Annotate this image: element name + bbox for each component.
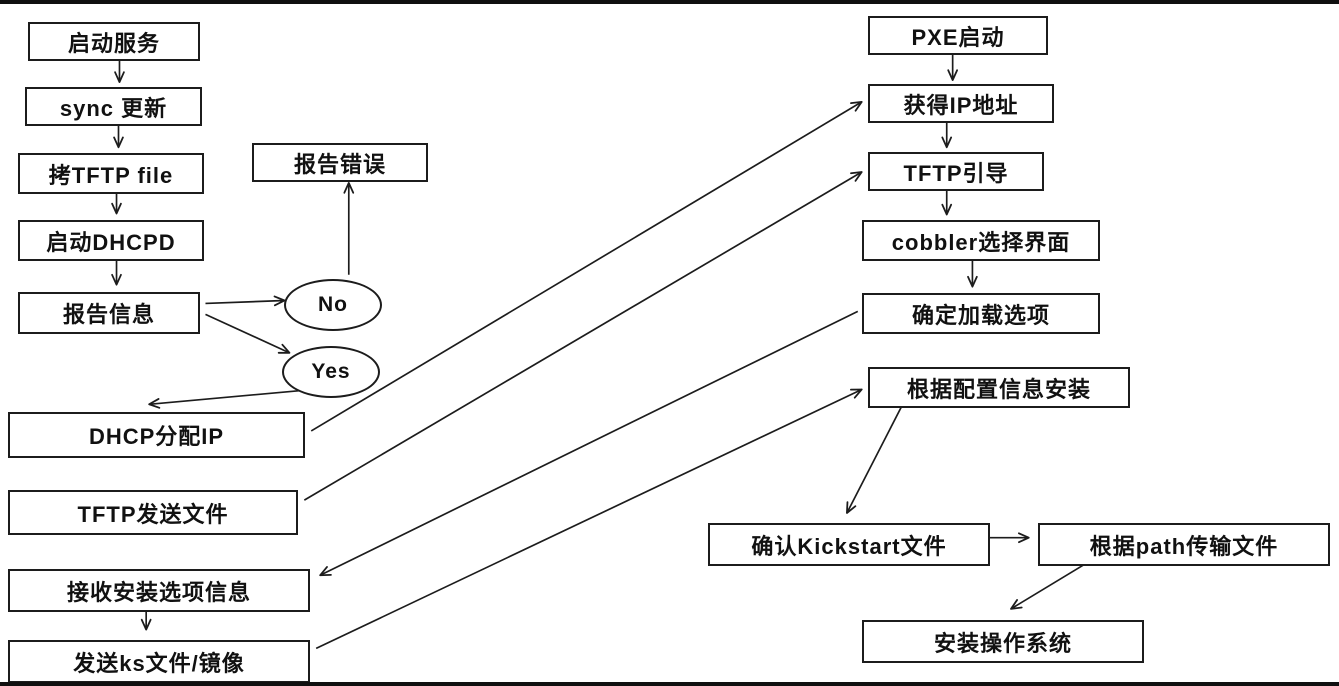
node-sync-update: sync 更新 bbox=[25, 87, 202, 126]
node-decision-yes: Yes bbox=[282, 346, 380, 398]
node-transfer-by-path: 根据path传输文件 bbox=[1038, 523, 1330, 566]
node-label-get-ip-address: 获得IP地址 bbox=[903, 92, 1019, 118]
node-confirm-kickstart-file: 确认Kickstart文件 bbox=[708, 523, 990, 566]
node-label-confirm-kickstart-file: 确认Kickstart文件 bbox=[751, 533, 947, 559]
node-start-dhcpd: 启动DHCPD bbox=[18, 220, 204, 261]
node-label-report-error: 报告错误 bbox=[293, 151, 386, 177]
edge-install-per-config-to-confirm-kickstart-file bbox=[846, 402, 904, 514]
node-label-pxe-boot: PXE启动 bbox=[911, 24, 1005, 50]
node-pxe-boot: PXE启动 bbox=[868, 16, 1048, 55]
node-tftp-boot: TFTP引导 bbox=[868, 152, 1044, 191]
node-label-report-info: 报告信息 bbox=[62, 302, 155, 327]
node-install-per-config: 根据配置信息安装 bbox=[868, 367, 1130, 408]
node-get-ip-address: 获得IP地址 bbox=[868, 84, 1054, 123]
node-copy-tftp-file: 拷TFTP file bbox=[18, 153, 204, 194]
node-label-start-dhcpd: 启动DHCPD bbox=[46, 229, 176, 255]
node-label-sync-update: sync 更新 bbox=[59, 95, 168, 121]
edge-tftp-send-file-to-tftp-boot bbox=[303, 171, 863, 501]
node-receive-install-options: 接收安装选项信息 bbox=[8, 569, 310, 612]
node-label-tftp-boot: TFTP引导 bbox=[903, 160, 1009, 186]
node-label-install-os: 安装操作系统 bbox=[933, 630, 1072, 656]
node-report-info: 报告信息 bbox=[18, 292, 200, 334]
edge-transfer-by-path-to-install-os bbox=[1010, 559, 1092, 610]
node-label-transfer-by-path: 根据path传输文件 bbox=[1089, 533, 1279, 559]
node-label-dhcp-assign-ip: DHCP分配IP bbox=[88, 424, 225, 449]
node-confirm-load-options: 确定加载选项 bbox=[862, 293, 1100, 334]
edge-decision-yes-to-dhcp-assign-ip bbox=[148, 389, 303, 409]
node-label-start-service: 启动服务 bbox=[67, 30, 160, 56]
node-label-send-ks-file: 发送ks文件/镜像 bbox=[73, 650, 245, 676]
node-report-error: 报告错误 bbox=[252, 143, 428, 182]
node-label-decision-no: No bbox=[318, 293, 348, 316]
edge-report-info-to-decision-no bbox=[205, 295, 286, 307]
node-decision-no: No bbox=[284, 279, 382, 331]
node-label-install-per-config: 根据配置信息安装 bbox=[906, 376, 1091, 402]
node-dhcp-assign-ip: DHCP分配IP bbox=[8, 412, 305, 458]
node-cobbler-select-screen: cobbler选择界面 bbox=[862, 220, 1100, 261]
node-label-tftp-send-file: TFTP发送文件 bbox=[77, 501, 229, 527]
edge-send-ks-file-to-install-per-config bbox=[315, 388, 863, 650]
node-label-receive-install-options: 接收安装选项信息 bbox=[66, 579, 251, 605]
node-install-os: 安装操作系统 bbox=[862, 620, 1144, 663]
node-label-cobbler-select-screen: cobbler选择界面 bbox=[891, 229, 1071, 255]
node-tftp-send-file: TFTP发送文件 bbox=[8, 490, 298, 535]
node-label-confirm-load-options: 确定加载选项 bbox=[911, 302, 1050, 328]
node-label-copy-tftp-file: 拷TFTP file bbox=[48, 162, 174, 188]
node-label-decision-yes: Yes bbox=[311, 360, 351, 383]
node-send-ks-file: 发送ks文件/镜像 bbox=[8, 640, 310, 682]
node-start-service: 启动服务 bbox=[28, 22, 200, 61]
edge-report-info-to-decision-yes bbox=[205, 313, 291, 354]
